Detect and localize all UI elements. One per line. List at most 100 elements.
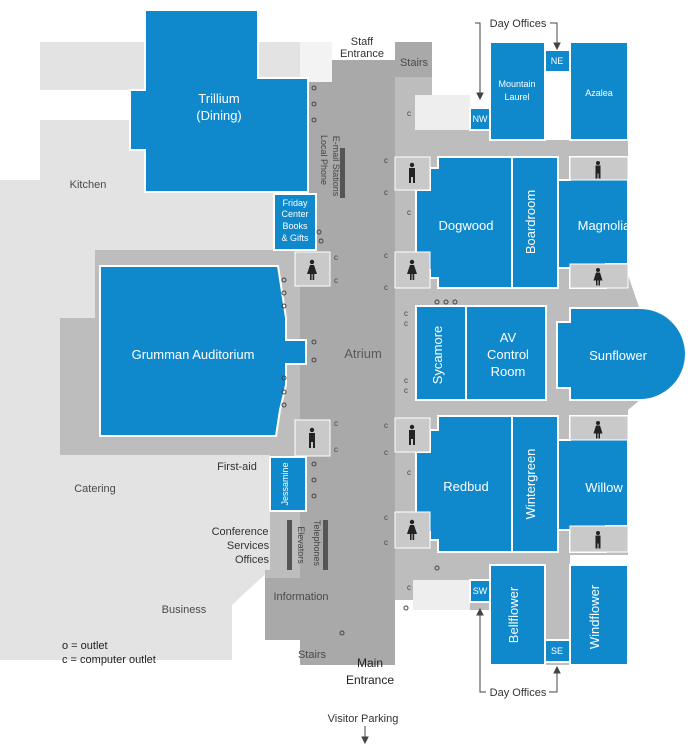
outlet-icon (318, 238, 324, 244)
legend-outlet: o = outlet (62, 640, 108, 652)
room-azalea[interactable] (569, 41, 629, 141)
day-offices-label: Day Offices (490, 687, 547, 699)
staff-entrance-label: Entrance (340, 48, 384, 60)
outlet-icon (281, 389, 287, 395)
av-label: Control (487, 347, 529, 362)
arrow-icon (475, 22, 481, 98)
outlet-icon (281, 290, 287, 296)
atrium-corridor (300, 60, 395, 665)
catering-area (0, 455, 270, 660)
room-ne[interactable] (544, 49, 571, 73)
windflower-label: Windflower (587, 584, 602, 649)
staff-entrance-box (300, 42, 332, 82)
room-boardroom[interactable] (511, 156, 559, 289)
elevators-bar (287, 520, 292, 570)
computer-outlet-icon: c (384, 513, 388, 522)
outlet-icon (311, 85, 317, 91)
friday-label: Center (281, 209, 308, 219)
legend: o = outlet c = computer outlet (62, 640, 156, 666)
arrow-icon (476, 607, 484, 616)
women-restroom-icon[interactable] (394, 511, 431, 549)
outlet-icon (316, 229, 322, 235)
telephones-label: Telephones (312, 520, 322, 567)
computer-outlet-icon: c (384, 421, 388, 430)
outlet-icon (443, 299, 449, 305)
outlet-icon (281, 277, 287, 283)
computer-outlet-icon: c (407, 583, 411, 592)
outlet-icon (311, 117, 317, 123)
outlet-icon (311, 461, 317, 467)
conference-label: Offices (235, 554, 270, 566)
atrium-label: Atrium (344, 346, 382, 361)
av-label: AV (500, 330, 517, 345)
computer-outlet-icon: c (384, 283, 388, 292)
outlet-icon (452, 299, 458, 305)
local-phone-label: Local Phone (319, 135, 329, 185)
outlet-icon (281, 375, 287, 381)
room-jessamine[interactable] (269, 456, 307, 512)
room-mountain-laurel[interactable] (489, 41, 546, 141)
outlet-icon (311, 493, 317, 499)
business-label: Business (162, 604, 207, 616)
nw-label: NW (473, 114, 488, 124)
men-restroom-icon[interactable] (394, 156, 431, 191)
room-sunflower[interactable] (556, 307, 687, 401)
outlet-icon (281, 303, 287, 309)
arrow-icon (479, 610, 486, 693)
arrows (361, 22, 561, 745)
visitor-parking-label: Visitor Parking (328, 713, 399, 725)
arrow-icon (476, 92, 484, 101)
arrow-icon (549, 668, 558, 693)
room-trillium[interactable] (129, 9, 309, 193)
conference-label: Conference (212, 526, 269, 538)
women-figure-icon (407, 519, 417, 540)
outlet-icon (311, 477, 317, 483)
azalea-label: Azalea (585, 88, 613, 98)
stairs-top-area (395, 42, 432, 77)
legend-computer-outlet: c = computer outlet (62, 654, 156, 666)
friday-label: Books (282, 221, 308, 231)
men-figure-icon (409, 162, 415, 183)
outlet-icon (311, 339, 317, 345)
day-offices-label: Day Offices (490, 18, 547, 30)
email-stations-label: E-mail Stations (331, 136, 341, 197)
sw-label: SW (473, 586, 488, 596)
computer-outlets: c c c c c c c c c c c c c c c c c c c c (334, 109, 411, 592)
men-figure-icon (409, 424, 415, 445)
conference-label: Services (227, 540, 270, 552)
computer-outlet-icon: c (384, 251, 388, 260)
staff-entrance-label: Staff (351, 36, 374, 48)
arrow-icon (553, 665, 561, 674)
computer-outlet-icon: c (404, 386, 408, 395)
room-friday-center[interactable] (273, 193, 317, 251)
women-figure-icon (593, 421, 603, 439)
friday-label: Friday (282, 198, 308, 208)
stairs-label: Stairs (298, 649, 327, 661)
arrow-icon (553, 42, 561, 51)
west-wing (0, 318, 60, 455)
computer-outlet-icon: c (404, 376, 408, 385)
willow-label: Willow (585, 480, 623, 495)
outlet-icon (311, 101, 317, 107)
av-label: Room (491, 364, 526, 379)
main-entrance-label: Main (357, 656, 383, 670)
stairs-bottom-area (300, 640, 348, 665)
room-sycamore[interactable] (415, 305, 467, 401)
room-windflower[interactable] (569, 564, 629, 666)
room-nw[interactable] (469, 107, 491, 131)
men-figure-icon (595, 531, 601, 549)
kitchen-label: Kitchen (70, 179, 107, 191)
outlet-icon (339, 630, 345, 636)
room-wintergreen[interactable] (511, 415, 559, 553)
outlet-icon (281, 402, 287, 408)
room-bellflower[interactable] (489, 564, 546, 666)
computer-outlet-icon: c (404, 319, 408, 328)
computer-outlet-icon: c (334, 276, 338, 285)
arrow-icon (361, 736, 369, 745)
room-av-control-room[interactable] (465, 305, 547, 401)
telephones-bar (323, 520, 328, 570)
grumman-label: Grumman Auditorium (132, 347, 255, 362)
arrow-icon (550, 22, 558, 48)
first-aid-label: First-aid (217, 461, 257, 473)
computer-outlet-icon: c (407, 109, 411, 118)
